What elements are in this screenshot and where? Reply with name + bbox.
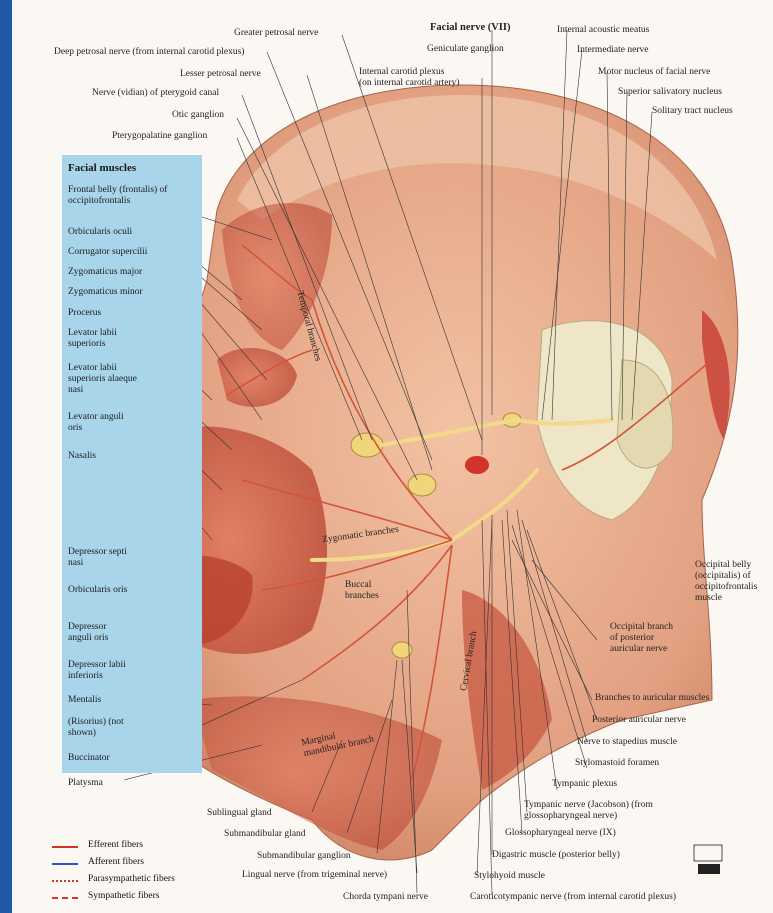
legend-swatch-afferent	[52, 863, 78, 865]
otic-ganglion-shape	[408, 474, 436, 496]
muscle-depressor-anguli-oris: Depressor anguli oris	[68, 622, 128, 644]
legend-afferent: Afferent fibers	[88, 857, 144, 868]
legend-sympathetic: Sympathetic fibers	[88, 891, 160, 902]
pterygopalatine-ganglion-shape	[351, 433, 383, 457]
label-glossopharyngeal-nerve: Glossopharyngeal nerve (IX)	[505, 828, 616, 839]
muscle-buccinator: Buccinator	[68, 753, 110, 764]
legend-efferent: Efferent fibers	[88, 840, 143, 851]
label-stylohyoid-muscle: Stylohyoid muscle	[474, 871, 545, 882]
muscle-procerus: Procerus	[68, 308, 101, 319]
label-nerve-to-stapedius: Nerve to stapedius muscle	[577, 737, 677, 748]
muscle-zygomaticus-major: Zygomaticus major	[68, 267, 142, 278]
muscle-mentalis: Mentalis	[68, 695, 101, 706]
muscle-levator-anguli-oris: Levator anguli oris	[68, 412, 138, 434]
label-digastric-muscle: Digastric muscle (posterior belly)	[492, 850, 620, 861]
label-greater-petrosal-nerve: Greater petrosal nerve	[234, 28, 318, 39]
label-occipital-branch: Occipital branch of posterior auricular …	[610, 622, 680, 655]
label-stylomastoid-foramen: Stylomastoid foramen	[575, 758, 659, 769]
label-posterior-auricular-nerve: Posterior auricular nerve	[592, 715, 686, 726]
label-tympanic-nerve: Tympanic nerve (Jacobson) (from glossoph…	[524, 800, 694, 822]
label-lingual-nerve: Lingual nerve (from trigeminal nerve)	[242, 870, 387, 881]
label-chorda-tympani: Chorda tympani nerve	[343, 892, 428, 903]
facial-muscles-title: Facial muscles	[68, 163, 136, 174]
netter-logo-mark	[694, 845, 722, 874]
muscle-risorius: (Risorius) (not shown)	[68, 717, 138, 739]
label-intermediate-nerve: Intermediate nerve	[577, 45, 648, 56]
muscle-levator-labii-superioris: Levator labii superioris	[68, 328, 148, 350]
label-motor-nucleus: Motor nucleus of facial nerve	[598, 67, 710, 78]
label-internal-carotid-plexus: Internal carotid plexus	[359, 67, 444, 78]
label-submandibular-gland: Submandibular gland	[224, 829, 306, 840]
legend-swatch-efferent	[52, 846, 78, 848]
muscle-corrugator: Corrugator supercilii	[68, 247, 147, 258]
muscle-frontalis: Frontal belly (frontalis) of occipitofro…	[68, 185, 196, 207]
label-solitary-tract-nucleus: Solitary tract nucleus	[652, 106, 733, 117]
label-buccal-branches: Buccal branches	[345, 580, 395, 602]
label-submandibular-ganglion: Submandibular ganglion	[257, 851, 351, 862]
label-nerve-pterygoid-canal: Nerve (vidian) of pterygoid canal	[92, 88, 219, 99]
diagram-title: Facial nerve (VII)	[430, 22, 510, 33]
label-branches-auricular-muscles: Branches to auricular muscles	[595, 693, 709, 704]
muscle-depressor-labii-inferioris: Depressor labii inferioris	[68, 660, 148, 682]
legend-swatch-parasympathetic	[52, 880, 78, 882]
label-occipital-belly: Occipital belly (occipitalis) of occipit…	[695, 560, 770, 604]
muscle-orbicularis-oculi: Orbicularis oculi	[68, 227, 132, 238]
label-caroticotympanic-nerve: Caroticotympanic nerve (from internal ca…	[470, 892, 676, 903]
label-superior-salivatory-nucleus: Superior salivatory nucleus	[618, 87, 722, 98]
muscle-nasalis: Nasalis	[68, 451, 96, 462]
label-sublingual-gland: Sublingual gland	[207, 808, 272, 819]
label-lesser-petrosal-nerve: Lesser petrosal nerve	[180, 69, 261, 80]
facial-muscles-panel: Facial muscles Frontal belly (frontalis)…	[62, 155, 202, 773]
muscle-platysma: Platysma	[68, 778, 103, 789]
muscle-levator-labii-alaeque-nasi: Levator labii superioris alaeque nasi	[68, 363, 146, 396]
label-geniculate-ganglion: Geniculate ganglion	[427, 44, 504, 55]
label-internal-acoustic-meatus: Internal acoustic meatus	[557, 25, 649, 36]
muscle-depressor-septi-nasi: Depressor septi nasi	[68, 547, 128, 569]
muscle-orbicularis-oris: Orbicularis oris	[68, 585, 128, 596]
muscle-zygomaticus-minor: Zygomaticus minor	[68, 287, 143, 298]
label-deep-petrosal-nerve: Deep petrosal nerve (from internal carot…	[54, 47, 244, 58]
legend-swatch-sympathetic	[52, 897, 78, 899]
legend-parasympathetic: Parasympathetic fibers	[88, 874, 175, 885]
label-pterygopalatine-ganglion: Pterygopalatine ganglion	[112, 131, 207, 142]
label-otic-ganglion: Otic ganglion	[172, 110, 224, 121]
illustration-plate: Facial nerve (VII) Greater petrosal nerv…	[12, 0, 773, 913]
carotid-artery-shape	[465, 456, 489, 474]
label-tympanic-plexus: Tympanic plexus	[552, 779, 617, 790]
label-internal-carotid-artery: (on internal carotid artery)	[359, 78, 460, 89]
